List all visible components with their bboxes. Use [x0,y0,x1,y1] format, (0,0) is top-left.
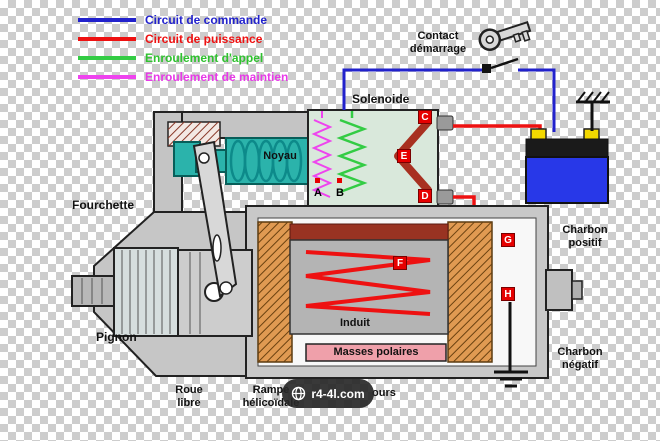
switch-contact [482,64,491,73]
fork-lever [192,140,238,298]
legend-item-power: Circuit de puissance [78,31,288,46]
rampe-helicoidale-label: Rampe hélicoïdale [242,384,300,409]
appel-coil-swatch [78,55,136,60]
charbon-negatif-label: Charbon négatif [557,346,603,371]
contact-demarrage-label: Contact démarrage [409,30,467,55]
solenoid-body [307,109,454,207]
charbon-positif-label: Charbon positif [562,224,608,249]
marker-d: D [418,189,432,203]
ground-symbol-top [576,91,610,131]
command-wire-swatch [78,17,136,22]
marker-a: A [314,187,322,199]
switch-lever [490,57,519,70]
output-shaft-stub [545,269,573,311]
legend-label: Enroulement de maintien [145,69,289,84]
maintien-coil-swatch [78,74,136,79]
drive-shaft [71,275,117,307]
masses-polaires-bar [305,343,447,362]
terminal-bolt-top [436,115,454,131]
globe-icon [292,386,306,401]
watermark-pill: r4-4l.com [282,379,374,408]
marker-h: H [501,287,515,301]
armature [289,223,449,335]
masses-polaires-label: Masses polaires [333,346,419,358]
legend: Circuit de commande Circuit de puissance… [78,12,288,88]
holding-coil [311,119,333,198]
field-windings [257,221,493,363]
watermark-text: r4-4l.com [311,386,365,401]
battery [525,128,609,204]
legend-label: Circuit de commande [145,12,268,27]
command-circuit-wire [342,57,556,132]
power-wire-swatch [78,36,136,41]
noyau-label: Noyau [263,150,297,162]
legend-item-command: Circuit de commande [78,12,288,27]
legend-item-appel: Enroulement d'appel [78,50,288,65]
partially-hidden-label: ours [372,387,396,399]
ground-symbol-bottom [494,302,528,388]
fourchette-label: Fourchette [72,198,135,212]
key-icon [478,20,532,51]
legend-label: Enroulement d'appel [145,50,264,65]
marker-b: B [336,187,344,199]
pignon-label: Pignon [96,330,137,344]
legend-item-maintien: Enroulement de maintien [78,69,288,84]
terminal-bolt-bottom [436,189,454,205]
solenoide-label: Solenoide [352,92,410,106]
marker-c: C [418,110,432,124]
armature-winding [305,250,431,316]
return-spring [229,139,303,183]
pull-in-coil [336,118,368,194]
marker-g: G [501,233,515,247]
legend-label: Circuit de puissance [145,31,263,46]
roue-libre-label: Roue libre [175,384,203,409]
induit-label: Induit [340,317,370,329]
marker-f: F [393,256,407,270]
marker-e: E [397,149,411,163]
